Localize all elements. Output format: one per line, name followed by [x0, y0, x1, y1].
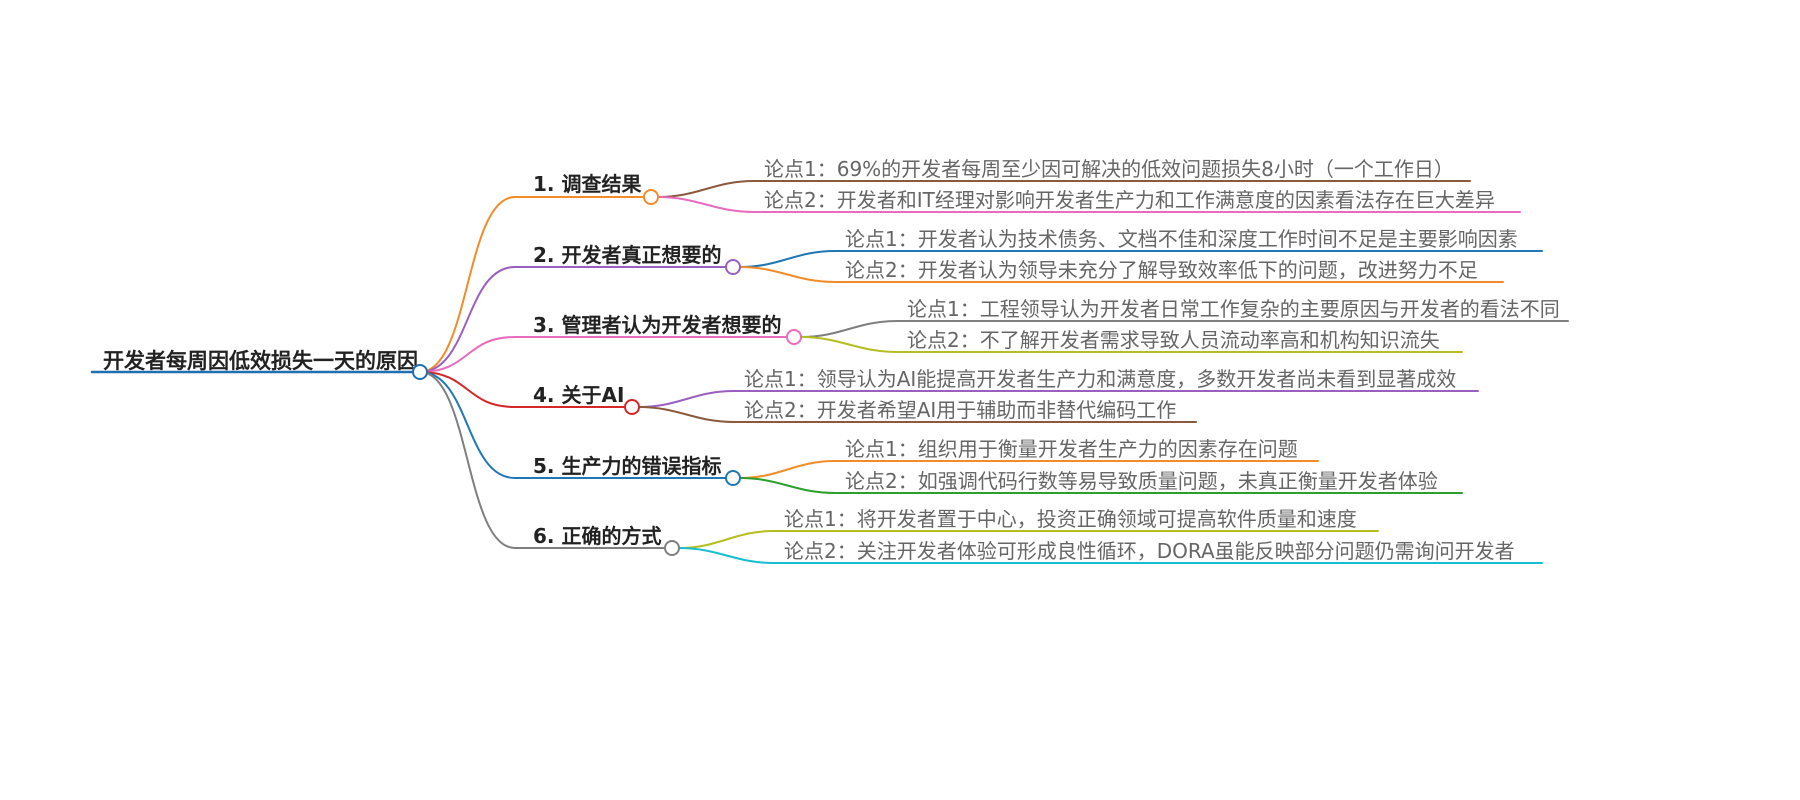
leaf-connector-1-1 — [657, 180, 1471, 198]
branch-toggle-2[interactable] — [725, 259, 741, 275]
leaf-connector-3-1 — [800, 320, 1569, 338]
branch-connector-1 — [419, 196, 516, 373]
branch-toggle-4[interactable] — [624, 399, 640, 415]
leaf-1-2: 论点2：开发者和IT经理对影响开发者生产力和工作满意度的因素看法存在巨大差异 — [764, 188, 1495, 212]
leaf-6-2: 论点2：关注开发者体验可形成良性循环，DORA虽能反映部分问题仍需询问开发者 — [784, 539, 1515, 563]
branch-connector-2 — [419, 266, 516, 373]
branch-label: 1. 调查结果 — [533, 172, 641, 196]
root-label: 开发者每周因低效损失一天的原因 — [103, 349, 418, 373]
branch-connector-5 — [419, 371, 516, 479]
branch-node-2[interactable]: 2. 开发者真正想要的 — [533, 243, 721, 267]
leaf-connector-5-1 — [739, 460, 1319, 479]
branch-node-3[interactable]: 3. 管理者认为开发者想要的 — [533, 313, 781, 337]
leaf-connector-6-2 — [678, 547, 1543, 564]
connector-lines — [90, 180, 1569, 564]
root-node[interactable]: 开发者每周因低效损失一天的原因 — [103, 349, 418, 373]
branch-connector-6 — [419, 371, 516, 549]
leaf-2-2: 论点2：开发者认为领导未充分了解导致效率低下的问题，改进努力不足 — [845, 258, 1478, 282]
branch-toggle-3[interactable] — [786, 329, 802, 345]
leaf-5-1: 论点1：组织用于衡量开发者生产力的因素存在问题 — [845, 437, 1298, 461]
leaf-connector-5-2 — [739, 477, 1463, 494]
leaf-1-1: 论点1：69%的开发者每周至少因可解决的低效问题损失8小时（一个工作日） — [764, 157, 1454, 181]
leaf-3-2: 论点2：不了解开发者需求导致人员流动率高和机构知识流失 — [907, 328, 1440, 352]
branch-toggle-6[interactable] — [664, 540, 680, 556]
branch-node-1[interactable]: 1. 调查结果 — [533, 172, 641, 196]
branch-node-6[interactable]: 6. 正确的方式 — [533, 524, 661, 548]
leaf-2-1: 论点1：开发者认为技术债务、文档不佳和深度工作时间不足是主要影响因素 — [845, 227, 1518, 251]
leaf-connector-2-1 — [739, 250, 1543, 268]
branch-connector-3 — [419, 336, 516, 373]
branch-label: 6. 正确的方式 — [533, 524, 661, 548]
branch-node-5[interactable]: 5. 生产力的错误指标 — [533, 454, 721, 478]
branch-label: 3. 管理者认为开发者想要的 — [533, 313, 781, 337]
leaf-connector-4-1 — [638, 390, 1479, 408]
branch-toggle-5[interactable] — [725, 470, 741, 486]
leaf-4-1: 论点1：领导认为AI能提高开发者生产力和满意度，多数开发者尚未看到显著成效 — [744, 367, 1456, 391]
leaf-6-1: 论点1：将开发者置于中心，投资正确领域可提高软件质量和速度 — [784, 507, 1357, 531]
branch-node-4[interactable]: 4. 关于AI — [533, 383, 624, 407]
branch-label: 5. 生产力的错误指标 — [533, 454, 721, 478]
branch-label: 4. 关于AI — [533, 383, 624, 407]
leaf-connector-6-1 — [678, 530, 1379, 549]
branch-connector-4 — [419, 371, 516, 408]
branch-label: 2. 开发者真正想要的 — [533, 243, 721, 267]
root-toggle[interactable] — [412, 364, 428, 380]
branch-toggle-1[interactable] — [643, 189, 659, 205]
leaf-5-2: 论点2：如强调代码行数等易导致质量问题，未真正衡量开发者体验 — [845, 469, 1438, 493]
leaf-connector-4-2 — [638, 406, 1197, 423]
leaf-connector-2-2 — [739, 266, 1504, 283]
leaf-4-2: 论点2：开发者希望AI用于辅助而非替代编码工作 — [744, 398, 1176, 422]
node-circles — [412, 189, 802, 556]
leaf-connector-1-2 — [657, 196, 1521, 213]
leaf-3-1: 论点1：工程领导认为开发者日常工作复杂的主要原因与开发者的看法不同 — [907, 297, 1560, 321]
leaf-connector-3-2 — [800, 336, 1463, 353]
